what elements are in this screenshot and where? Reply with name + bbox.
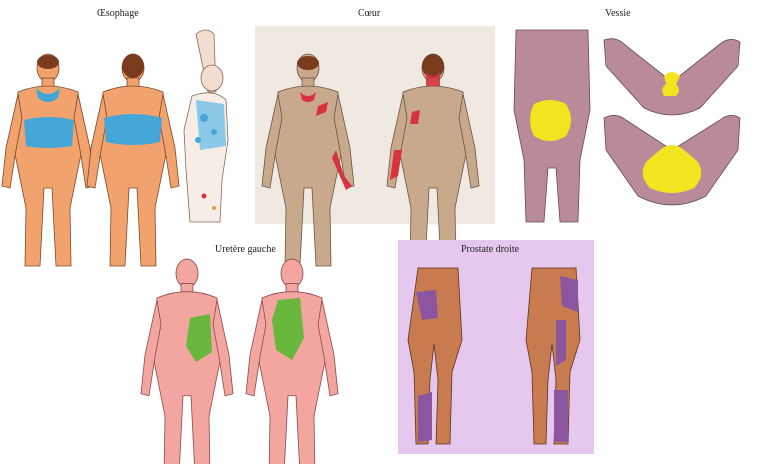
hair-icon <box>122 54 144 78</box>
purple-pain-zone <box>418 392 432 442</box>
side-view-figure <box>184 30 228 222</box>
vessie-panel <box>510 30 740 224</box>
panel-title-oesophage: Œsophage <box>97 8 139 19</box>
oesophage-panel <box>2 30 228 266</box>
panel-title-uretere: Uretère gauche <box>215 244 276 255</box>
panel-title-vessie: Vessie <box>605 8 631 19</box>
purple-pain-zone <box>554 390 568 442</box>
panel-title-prostate: Prostate droite <box>461 244 519 255</box>
hair-icon <box>297 56 319 70</box>
hair-icon <box>422 54 444 78</box>
prostate-panel <box>398 240 594 454</box>
blue-pain-zone <box>104 114 162 145</box>
uretere-panel <box>141 259 338 464</box>
panel-title-coeur: Cœur <box>358 8 380 19</box>
yellow-pain-zone <box>530 100 571 141</box>
coeur-panel <box>255 26 495 266</box>
hair-icon <box>37 55 59 69</box>
purple-pain-zone <box>556 320 566 366</box>
blue-pain-zone <box>24 117 74 148</box>
